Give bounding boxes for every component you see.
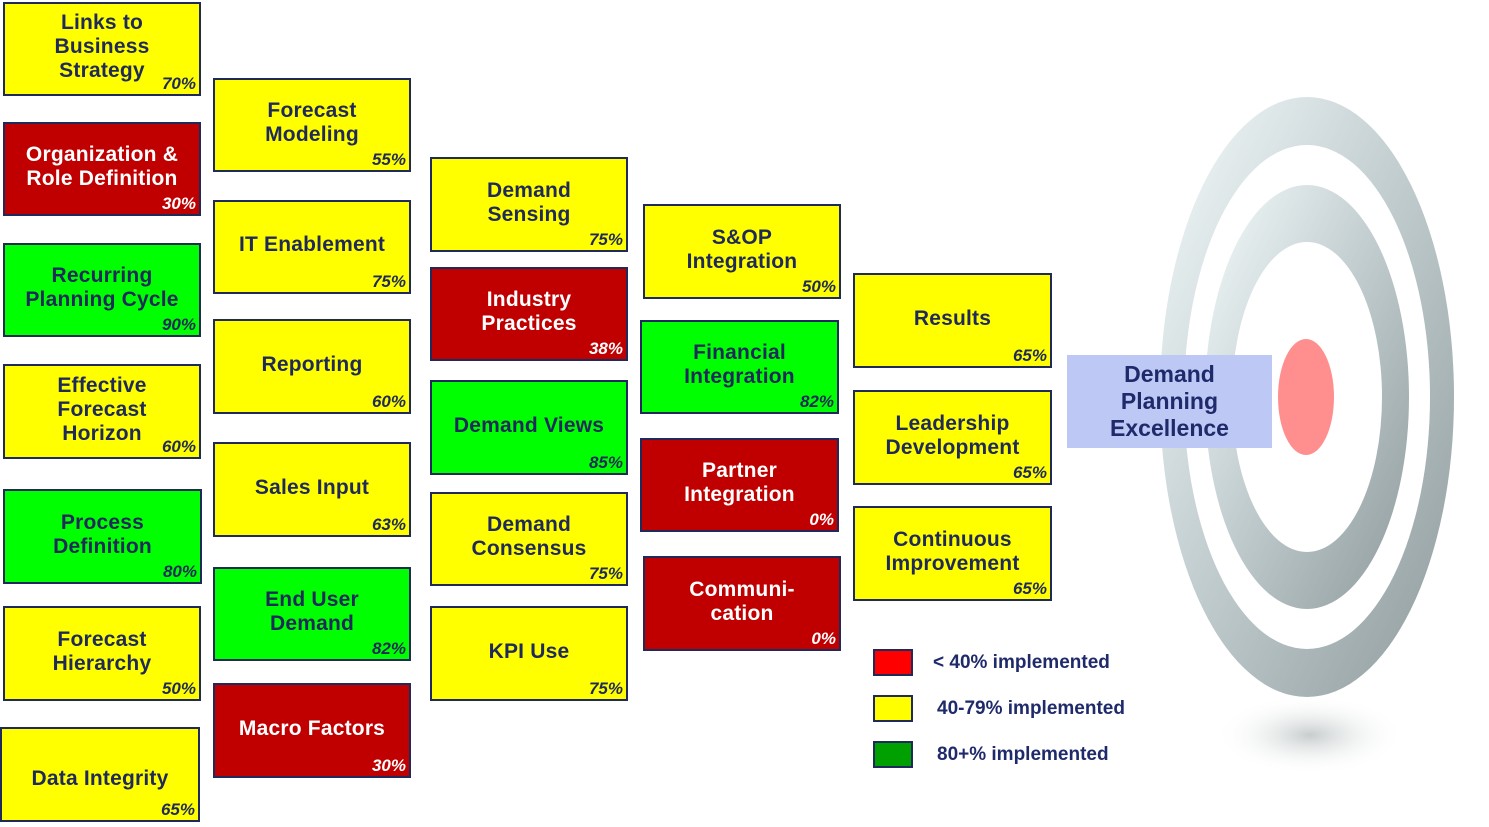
box-label: Demand Consensus [471,513,587,560]
box-percent: 85% [588,453,623,472]
box-label: S&OP Integration [686,225,798,273]
box-sales-input: Sales Input 63% [213,442,411,537]
box-percent: 82% [371,639,406,658]
box-communication: Communi- cation 0% [643,556,841,651]
box-percent: 38% [588,339,623,358]
box-label: IT Enablement [238,233,386,256]
box-percent: 0% [811,629,836,648]
legend-swatch-red [873,649,913,676]
box-label: Data Integrity [31,766,169,790]
legend-swatch-yellow [873,695,913,722]
box-end-user-demand: End User Demand 82% [213,567,411,661]
box-forecast-hierarchy: Forecast Hierarchy 50% [3,606,201,701]
box-label: Links to Business Strategy [54,11,150,82]
box-label: End User Demand [265,588,359,635]
legend-item-yellow: 40-79% implemented [873,695,1125,722]
box-demand-consensus: Demand Consensus 75% [430,492,628,586]
box-label: Macro Factors [238,716,386,740]
box-percent: 63% [371,515,406,534]
box-it-enablement: IT Enablement 75% [213,200,411,294]
box-kpi-use: KPI Use 75% [430,606,628,701]
box-label: Financial Integration [684,341,795,388]
box-label: Sales Input [254,475,370,499]
box-percent: 75% [588,564,623,583]
box-percent: 80% [162,562,197,581]
target-shadow [1215,695,1405,775]
box-organization-role-definition: Organization & Role Definition 30% [3,122,201,216]
box-demand-views: Demand Views 85% [430,380,628,475]
box-label: KPI Use [488,639,570,663]
box-label: Forecast Modeling [265,99,359,146]
box-label: Demand Views [453,413,605,437]
box-label: Industry Practices [481,288,577,335]
box-forecast-modeling: Forecast Modeling 55% [213,78,411,172]
legend-swatch-green [873,741,913,768]
box-financial-integration: Financial Integration 82% [640,320,839,414]
box-label: Results [913,306,992,330]
box-percent: 75% [588,679,623,698]
box-label: Process Definition [53,510,152,558]
box-label: Communi- cation [689,577,795,625]
box-reporting: Reporting 60% [213,319,411,414]
box-percent: 50% [801,277,836,296]
box-percent: 82% [799,392,834,411]
box-sop-integration: S&OP Integration 50% [643,204,841,299]
box-leadership-development: Leadership Development 65% [853,390,1052,485]
target-bullseye-icon [1160,97,1454,775]
box-label: Forecast Hierarchy [52,627,152,675]
box-percent: 30% [161,194,196,213]
box-label: Effective Forecast Horizon [57,373,147,445]
box-partner-integration: Partner Integration 0% [640,438,839,532]
box-percent: 60% [371,392,406,411]
box-macro-factors: Macro Factors 30% [213,683,411,778]
box-industry-practices: Industry Practices 38% [430,267,628,361]
box-label: Continuous Improvement [885,527,1020,575]
legend-label: < 40% implemented [933,651,1110,673]
box-percent: 75% [588,230,623,249]
target-bullseye [1278,339,1334,455]
legend-item-red: < 40% implemented [873,649,1110,676]
goal-label: Demand Planning Excellence [1110,361,1229,441]
box-process-definition: Process Definition 80% [3,489,202,584]
box-percent: 65% [1012,346,1047,365]
box-label: Partner Integration [684,459,795,506]
box-percent: 0% [809,510,834,529]
legend-item-green: 80+% implemented [873,741,1109,768]
goal-demand-planning-excellence: Demand Planning Excellence [1067,355,1272,448]
box-percent: 70% [161,74,196,93]
box-label: Demand Sensing [486,178,572,226]
box-percent: 65% [1012,463,1047,482]
box-results: Results 65% [853,273,1052,368]
box-label: Reporting [261,352,363,376]
box-percent: 65% [160,800,195,819]
legend-label: 40-79% implemented [937,697,1125,719]
box-percent: 65% [1012,579,1047,598]
box-percent: 60% [161,437,196,456]
box-recurring-planning-cycle: Recurring Planning Cycle 90% [3,243,201,337]
box-label: Recurring Planning Cycle [25,264,179,311]
box-percent: 30% [371,756,406,775]
box-links-to-business-strategy: Links to Business Strategy 70% [3,2,201,96]
box-label: Leadership Development [885,411,1020,459]
box-label: Organization & Role Definition [25,143,179,190]
box-percent: 90% [161,315,196,334]
box-percent: 75% [371,272,406,291]
box-effective-forecast-horizon: Effective Forecast Horizon 60% [3,364,201,459]
box-percent: 50% [161,679,196,698]
legend-label: 80+% implemented [937,743,1109,765]
box-data-integrity: Data Integrity 65% [0,727,200,822]
box-percent: 55% [371,150,406,169]
box-continuous-improvement: Continuous Improvement 65% [853,506,1052,601]
box-demand-sensing: Demand Sensing 75% [430,157,628,252]
